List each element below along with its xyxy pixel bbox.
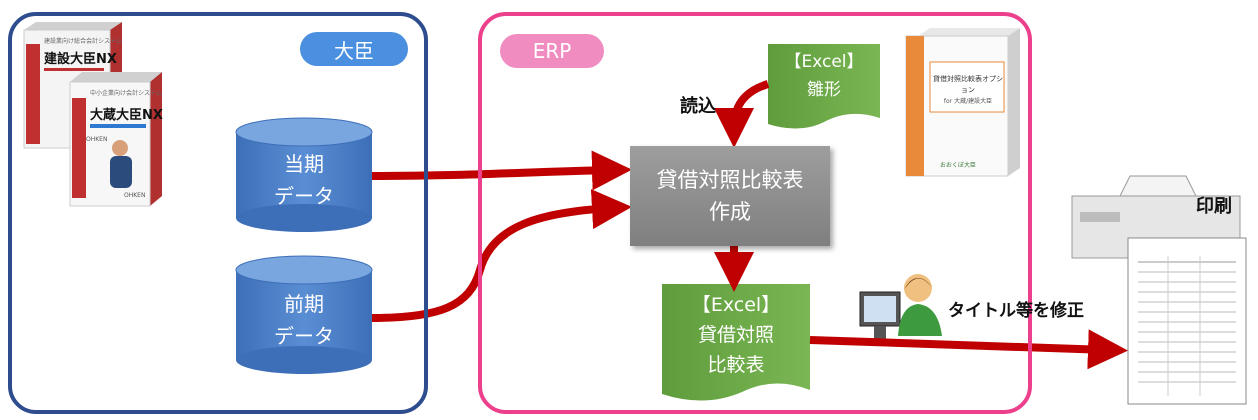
option-software-box (905, 28, 1020, 177)
arrow-output-to-print (809, 329, 1128, 370)
product2-name: 大蔵大臣NX (90, 108, 163, 123)
prior-data-line1: 前期 (284, 292, 324, 316)
product1-small: 建設業向け総合会計システム (44, 38, 122, 45)
daijin-panel (8, 12, 428, 414)
prior-data-line2: データ (274, 324, 334, 348)
product2-brand: OHKEN (124, 192, 146, 199)
prior-data-label: 前期 データ (238, 288, 370, 352)
template-doc-line2: 雛形 (807, 80, 841, 100)
current-data-cylinder (235, 117, 373, 232)
template-doc-line1: 【Excel】 (784, 52, 864, 72)
option-box-brand: おおくぼ大臣 (940, 162, 977, 169)
process-line1: 貸借対照比較表 (656, 168, 804, 192)
prior-data-cylinder (235, 255, 373, 374)
daijin-title: 大臣 (300, 32, 408, 66)
output-doc-line3: 比較表 (707, 354, 765, 376)
output-doc-label: 【Excel】 貸借対照 比較表 (664, 290, 808, 380)
product1-name: 建設大臣NX (44, 52, 117, 67)
option-box-subtitle: for 大蔵/建設大臣 (943, 98, 993, 105)
excel-template-doc (768, 44, 880, 129)
read-label: 読込 (680, 96, 716, 117)
current-data-label: 当期 データ (238, 148, 370, 212)
excel-output-doc (662, 284, 810, 401)
printed-document (1127, 237, 1247, 405)
arrow-current-to-process (371, 150, 632, 191)
output-doc-line1: 【Excel】 (691, 294, 781, 316)
product-box-ookura (69, 72, 162, 207)
user-computer-icon (859, 274, 942, 340)
current-data-line2: データ (274, 184, 334, 208)
erp-title: ERP (500, 34, 604, 68)
product2-small: 中小企業向け会計システム (90, 90, 162, 97)
print-label: 印刷 (1196, 196, 1232, 217)
erp-panel (478, 12, 1032, 414)
current-data-line1: 当期 (284, 152, 324, 176)
option-box-title: 貸借対照比較表オプション (933, 75, 1003, 94)
output-doc-line2: 貸借対照 (697, 324, 774, 346)
edit-label: タイトル等を修正 (948, 301, 1084, 321)
process-box: 貸借対照比較表 作成 (630, 146, 830, 246)
product1-brand: OHKEN (86, 136, 108, 143)
template-doc-label: 【Excel】 雛形 (770, 48, 878, 104)
arrow-template-to-process (714, 80, 770, 148)
process-line2: 作成 (709, 200, 751, 224)
